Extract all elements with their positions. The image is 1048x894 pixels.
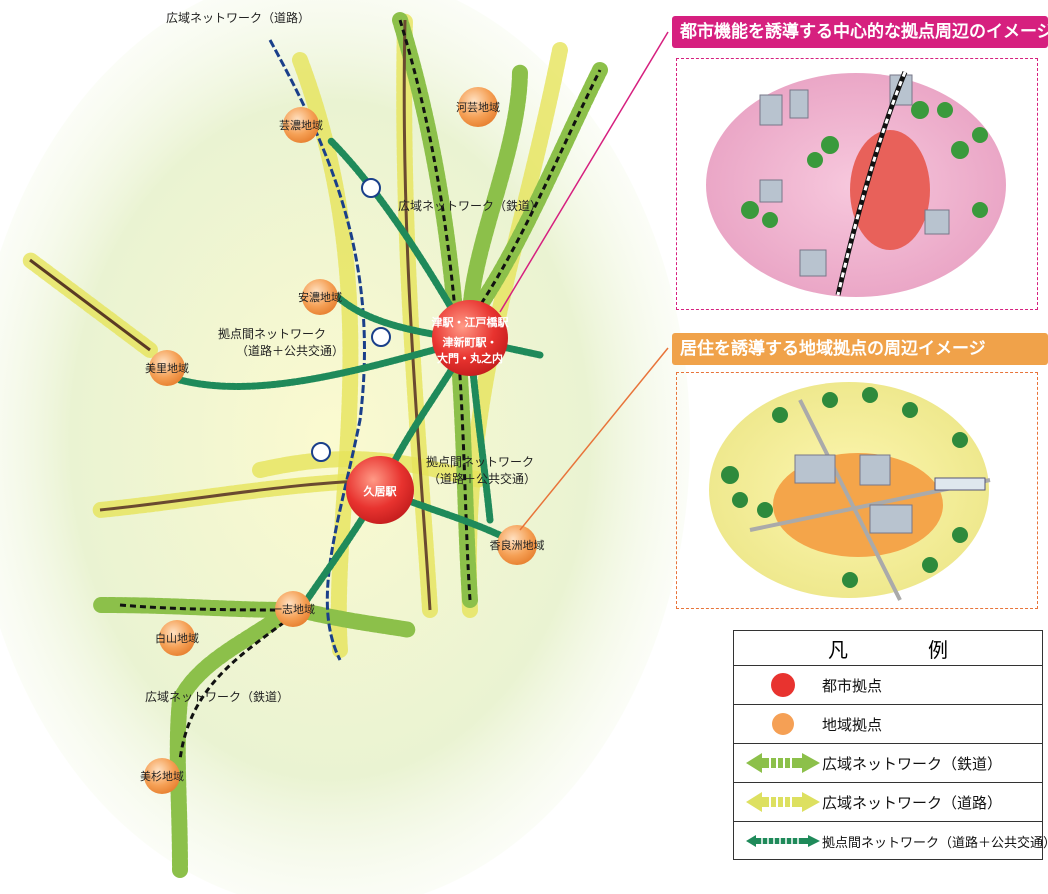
regional-hub-kawage[interactable]: 河芸地域	[456, 87, 500, 127]
legend: 凡 例 都市拠点 地域拠点 広域ネットワーク（鉄道） 広域ネットワーク（道路） …	[733, 630, 1048, 860]
hub-network-label-1b: （道路＋公共交通）	[236, 343, 344, 358]
city-hub-tsu[interactable]: 津駅・江戸橋駅 津新町駅・ 大門・丸之内	[432, 300, 509, 376]
regional-hub-kawage-label: 河芸地域	[456, 101, 500, 114]
dark-green-arrow-icon	[746, 835, 820, 847]
regional-hub-illustration	[709, 382, 991, 601]
regional-hub-misugi[interactable]: 美杉地域	[140, 758, 184, 794]
regional-hub-geino-label: 芸濃地域	[279, 118, 323, 132]
legend-item-regional-hub: 地域拠点	[734, 704, 1042, 743]
city-hub-hisai[interactable]: 久居駅	[346, 456, 414, 524]
legend-label: 拠点間ネットワーク（道路＋公共交通）	[822, 835, 1048, 851]
leader-line-regional	[519, 347, 669, 531]
regional-hub-geino[interactable]: 芸濃地域	[279, 107, 323, 143]
legend-item-road: 広域ネットワーク（道路）	[734, 782, 1042, 821]
legend-item-city-hub: 都市拠点	[734, 665, 1042, 704]
regional-hub-panel-frame	[676, 372, 1038, 609]
yellow-arrow-icon	[746, 792, 820, 812]
legend-label: 地域拠点	[822, 715, 883, 734]
regional-hub-ichishi[interactable]: 一志地域	[271, 591, 315, 627]
regional-hub-ano-label: 安濃地域	[298, 290, 342, 304]
legend-item-rail: 広域ネットワーク（鉄道）	[734, 743, 1042, 782]
regional-hub-ichishi-label: 一志地域	[271, 603, 315, 616]
regional-hub-hakusan-label: 白山地域	[155, 631, 199, 645]
regional-hub-misugi-label: 美杉地域	[140, 769, 184, 783]
leader-line-central	[499, 31, 669, 313]
regional-hub-misato[interactable]: 美里地域	[145, 350, 189, 386]
hub-network-label-2b: （道路＋公共交通）	[428, 471, 536, 486]
hub-network-label-1a: 拠点間ネットワーク	[218, 327, 326, 341]
green-arrow-icon	[746, 753, 820, 773]
legend-title: 凡 例	[828, 637, 978, 662]
regional-hub-misato-label: 美里地域	[145, 362, 189, 375]
central-hub-panel-frame	[676, 58, 1038, 310]
legend-label: 広域ネットワーク（道路）	[822, 793, 1003, 812]
legend-label: 都市拠点	[822, 676, 883, 695]
legend-label: 広域ネットワーク（鉄道）	[822, 754, 1003, 773]
central-hub-illustration	[706, 71, 1006, 297]
regional-hub-hakusan[interactable]: 白山地域	[155, 620, 199, 656]
city-hub-tsu-label-1: 津駅・江戸橋駅	[432, 315, 509, 329]
orange-circle-icon	[772, 713, 794, 735]
regional-hub-panel-title: 居住を誘導する地域拠点の周辺イメージ	[672, 333, 1048, 365]
city-hub-tsu-label-2: 津新町駅・	[443, 335, 498, 349]
city-hub-hisai-label: 久居駅	[364, 484, 397, 498]
regional-hub-ano[interactable]: 安濃地域	[298, 279, 342, 315]
rail-network-label: 広域ネットワーク（鉄道）	[398, 198, 542, 213]
station-markers	[311, 178, 391, 462]
regional-hub-karasu-label: 香良洲地域	[490, 538, 545, 552]
road-network-label: 広域ネットワーク（道路）	[166, 10, 310, 25]
legend-item-hub-network: 拠点間ネットワーク（道路＋公共交通）	[734, 821, 1048, 860]
rail-network-label-bottom: 広域ネットワーク（鉄道）	[145, 689, 289, 704]
red-circle-icon	[771, 673, 795, 697]
city-hub-tsu-label-3: 大門・丸之内	[437, 351, 503, 365]
regional-hub-karasu[interactable]: 香良洲地域	[490, 525, 545, 565]
hub-network-label-2a: 拠点間ネットワーク	[426, 455, 534, 469]
central-hub-panel-title: 都市機能を誘導する中心的な拠点周辺のイメージ	[672, 16, 1048, 48]
